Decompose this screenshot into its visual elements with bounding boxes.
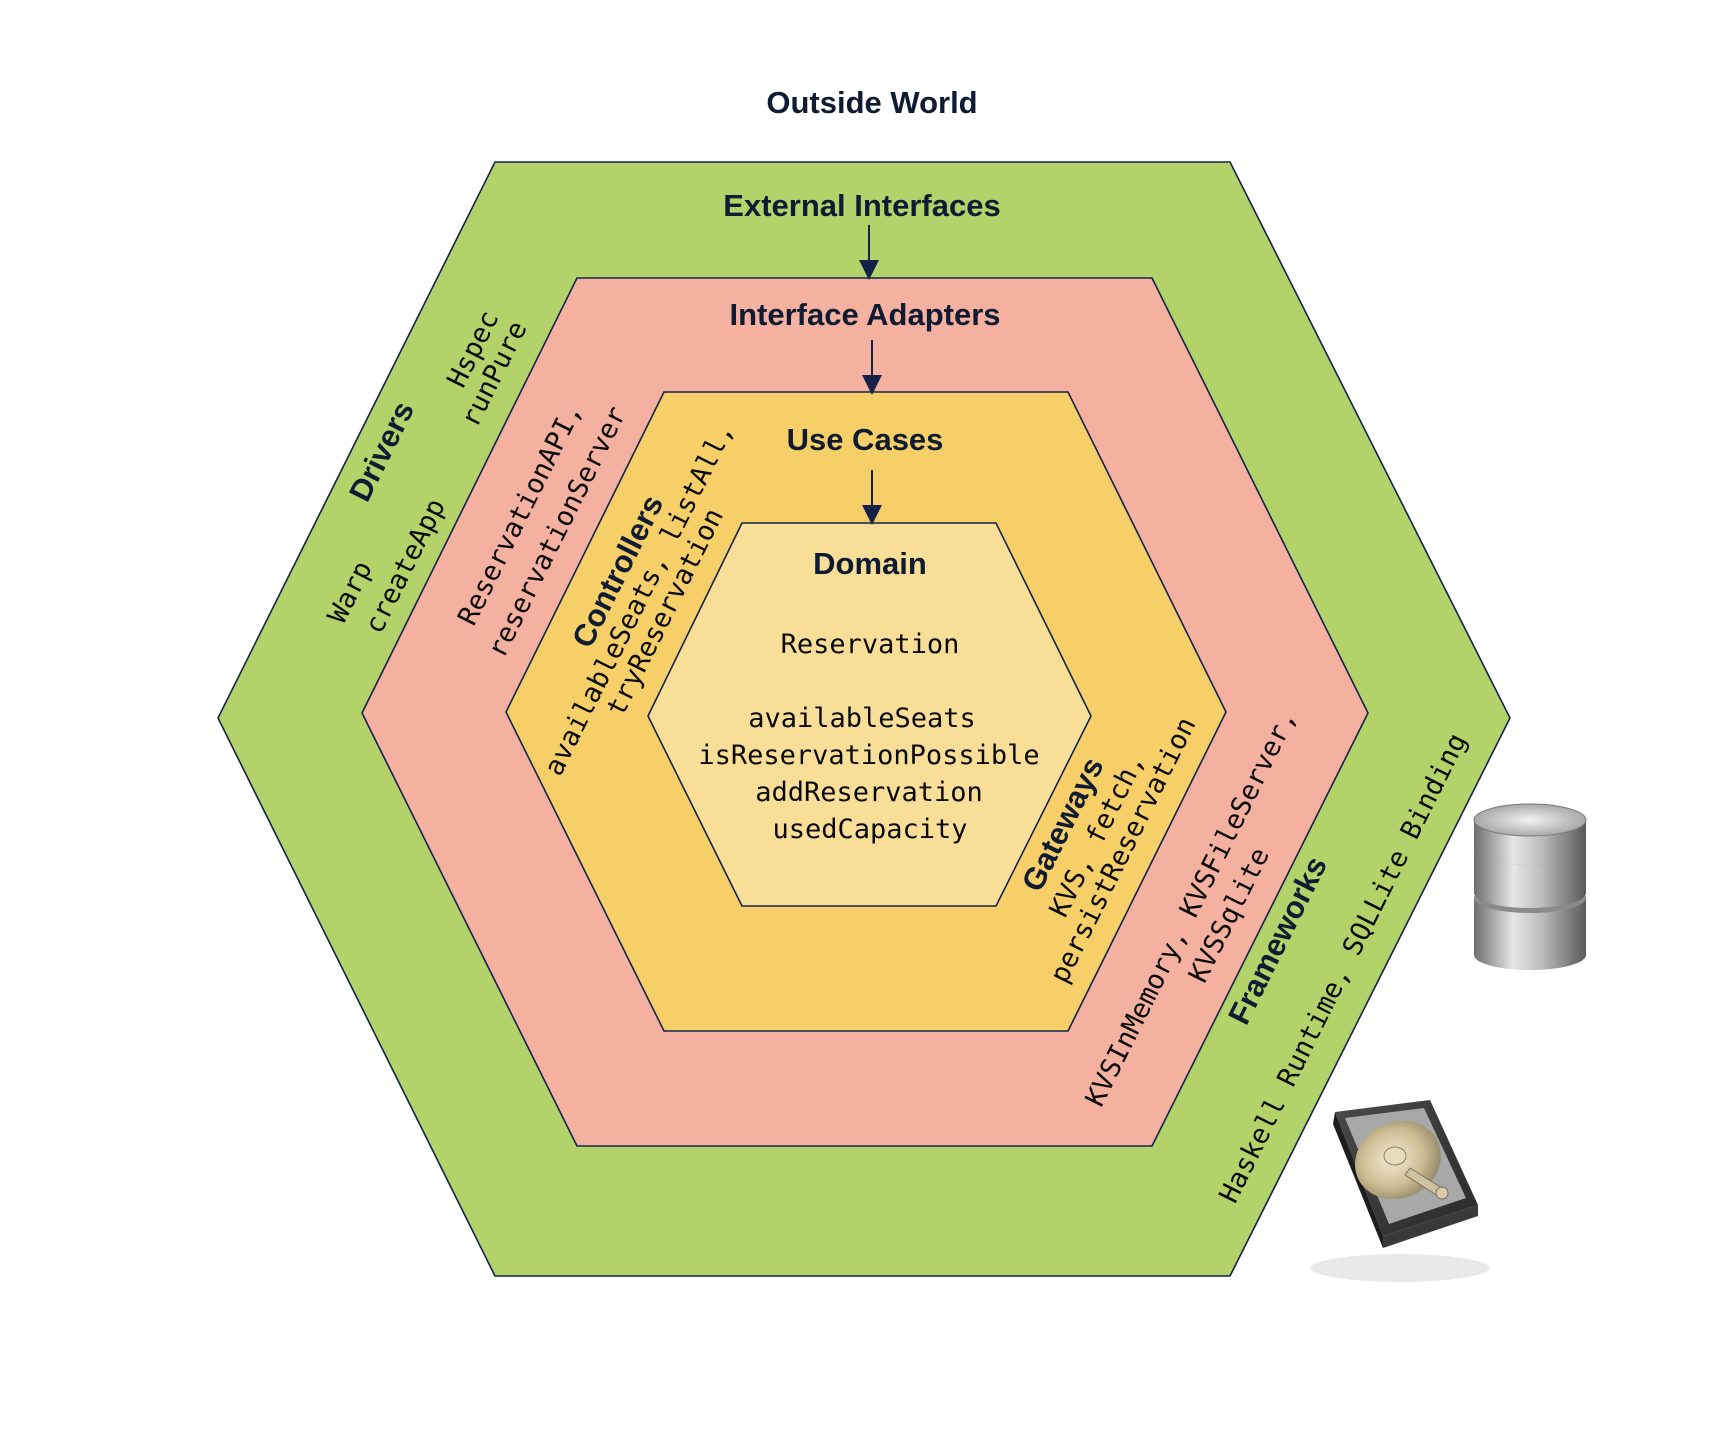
external-interfaces-title: External Interfaces: [723, 188, 1000, 223]
use-cases-title: Use Cases: [787, 422, 944, 457]
domain-function: availableSeats: [748, 703, 976, 734]
interface-adapters-title: Interface Adapters: [729, 297, 1000, 332]
domain-title: Domain: [813, 546, 927, 581]
domain-entity: Reservation: [781, 629, 960, 660]
domain-function: usedCapacity: [772, 814, 967, 845]
outside-world-title: Outside World: [766, 85, 977, 120]
hard-disk-icon: [1310, 1100, 1490, 1282]
domain-function: addReservation: [755, 777, 983, 808]
domain-function-list: availableSeats isReservationPossible add…: [698, 703, 1039, 845]
database-icon: [1473, 803, 1587, 970]
domain-hexagon: [647, 522, 1092, 907]
domain-function: isReservationPossible: [698, 740, 1039, 771]
